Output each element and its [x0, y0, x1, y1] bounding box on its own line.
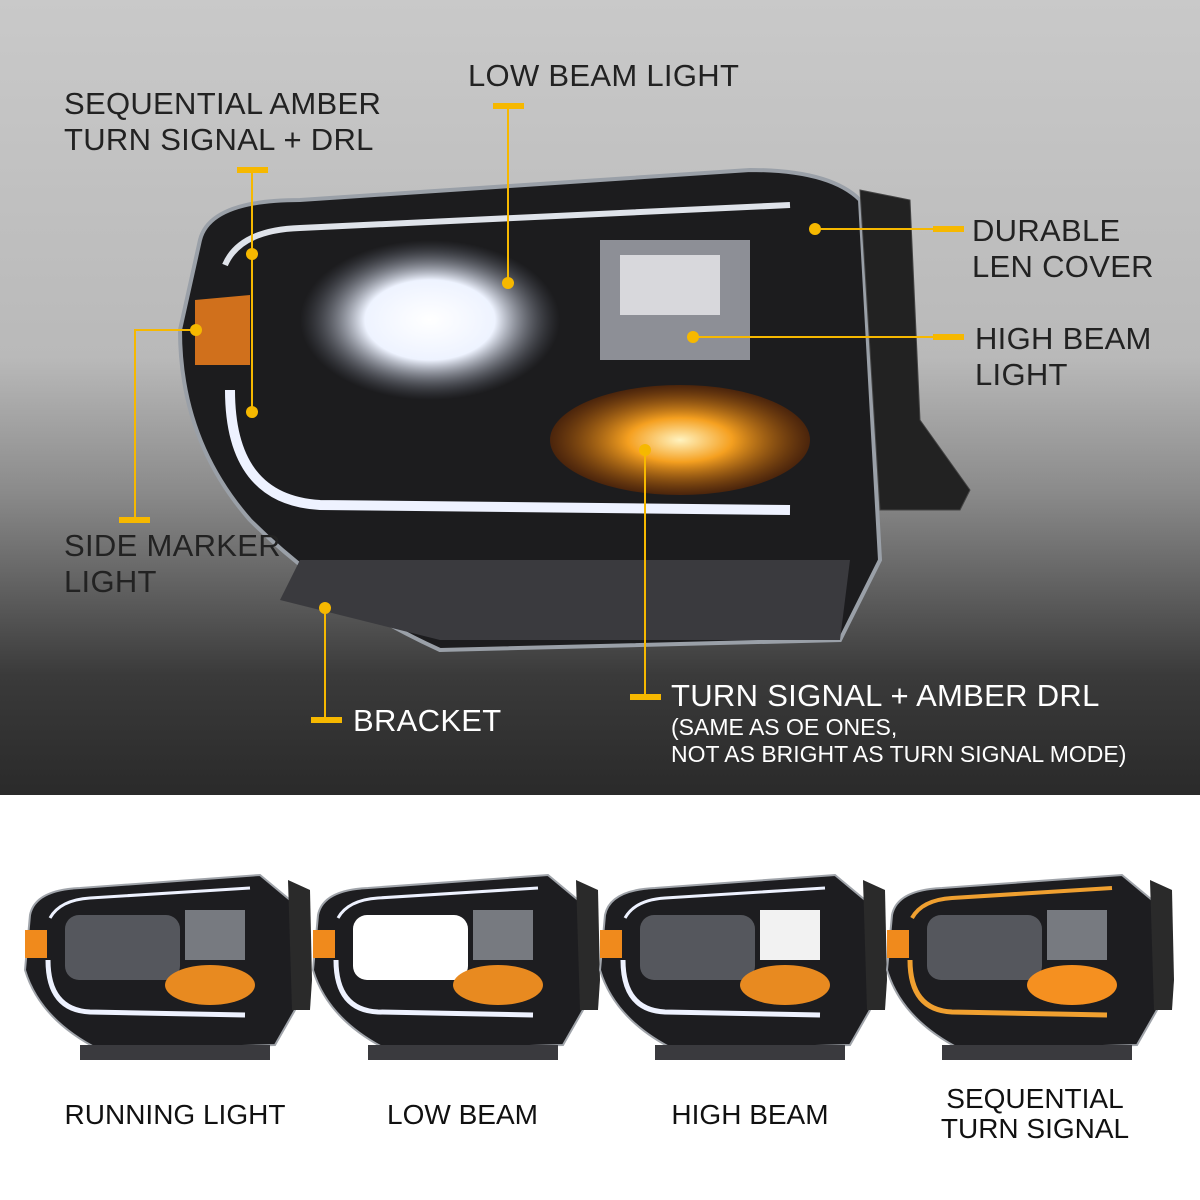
- callout-sequential-amber: SEQUENTIAL AMBER TURN SIGNAL + DRL: [64, 86, 381, 158]
- callout-high-beam: HIGH BEAM LIGHT: [975, 321, 1152, 393]
- callout-tick: [630, 694, 661, 700]
- callout-leader: [644, 450, 646, 697]
- headlight-illustration: [177, 167, 971, 653]
- callout-dot: [246, 406, 258, 418]
- callout-leader: [324, 608, 326, 720]
- mode-thumbnails: [23, 873, 1174, 1060]
- callout-turn-signal-note: (SAME AS OE ONES, NOT AS BRIGHT AS TURN …: [671, 714, 1126, 768]
- thumbnail-sequential-turn-signal: [885, 873, 1174, 1060]
- callout-low-beam: LOW BEAM LIGHT: [468, 58, 740, 93]
- callout-line-1: SIDE MARKER: [64, 528, 281, 563]
- callout-dot: [809, 223, 821, 235]
- callout-line-1: SEQUENTIAL AMBER: [64, 86, 382, 121]
- callout-bracket: BRACKET: [353, 703, 502, 738]
- mode-label-low-beam: LOW BEAM: [387, 1099, 538, 1130]
- callout-dot: [319, 602, 331, 614]
- note-line-1: (SAME AS OE ONES,: [671, 714, 898, 740]
- callout-leader: [134, 329, 196, 331]
- callout-leader: [693, 336, 935, 338]
- callout-lens-cover: DURABLE LEN COVER: [972, 213, 1154, 285]
- hero-panel: SEQUENTIAL AMBER TURN SIGNAL + DRL LOW B…: [0, 0, 1200, 795]
- callout-line-2: LIGHT: [64, 564, 157, 599]
- callout-tick: [119, 517, 150, 523]
- callout-line-1: DURABLE: [972, 213, 1121, 248]
- callout-leader: [134, 329, 136, 519]
- thumbnail-high-beam: [598, 873, 887, 1060]
- callout-leader: [251, 170, 253, 412]
- callout-tick: [933, 334, 964, 340]
- callout-line-2: LEN COVER: [972, 249, 1154, 284]
- callout-line-1: HIGH BEAM: [975, 321, 1152, 356]
- callout-leader: [507, 106, 509, 283]
- callout-turn-signal: TURN SIGNAL + AMBER DRL: [671, 678, 1100, 713]
- mode-label-high-beam: HIGH BEAM: [671, 1099, 829, 1130]
- callout-tick: [311, 717, 342, 723]
- mode-label-running-light: RUNNING LIGHT: [64, 1099, 286, 1130]
- mode-label-sequential-turn-signal: SEQUENTIAL TURN SIGNAL: [900, 1084, 1170, 1144]
- label-line-2: TURN SIGNAL: [940, 1113, 1130, 1144]
- thumbnail-low-beam: [311, 873, 600, 1060]
- callout-dot: [246, 248, 258, 260]
- callout-side-marker: SIDE MARKER LIGHT: [64, 528, 281, 600]
- label-line-1: SEQUENTIAL: [946, 1083, 1124, 1114]
- callout-leader: [815, 228, 935, 230]
- thumbnail-running-light: [23, 873, 312, 1060]
- note-line-2: NOT AS BRIGHT AS TURN SIGNAL MODE): [671, 741, 1127, 767]
- callout-tick: [933, 226, 964, 232]
- callout-line-2: TURN SIGNAL + DRL: [64, 122, 374, 157]
- callout-dot: [190, 324, 202, 336]
- callout-dot: [687, 331, 699, 343]
- callout-line-2: LIGHT: [975, 357, 1068, 392]
- callout-dot: [639, 444, 651, 456]
- callout-dot: [502, 277, 514, 289]
